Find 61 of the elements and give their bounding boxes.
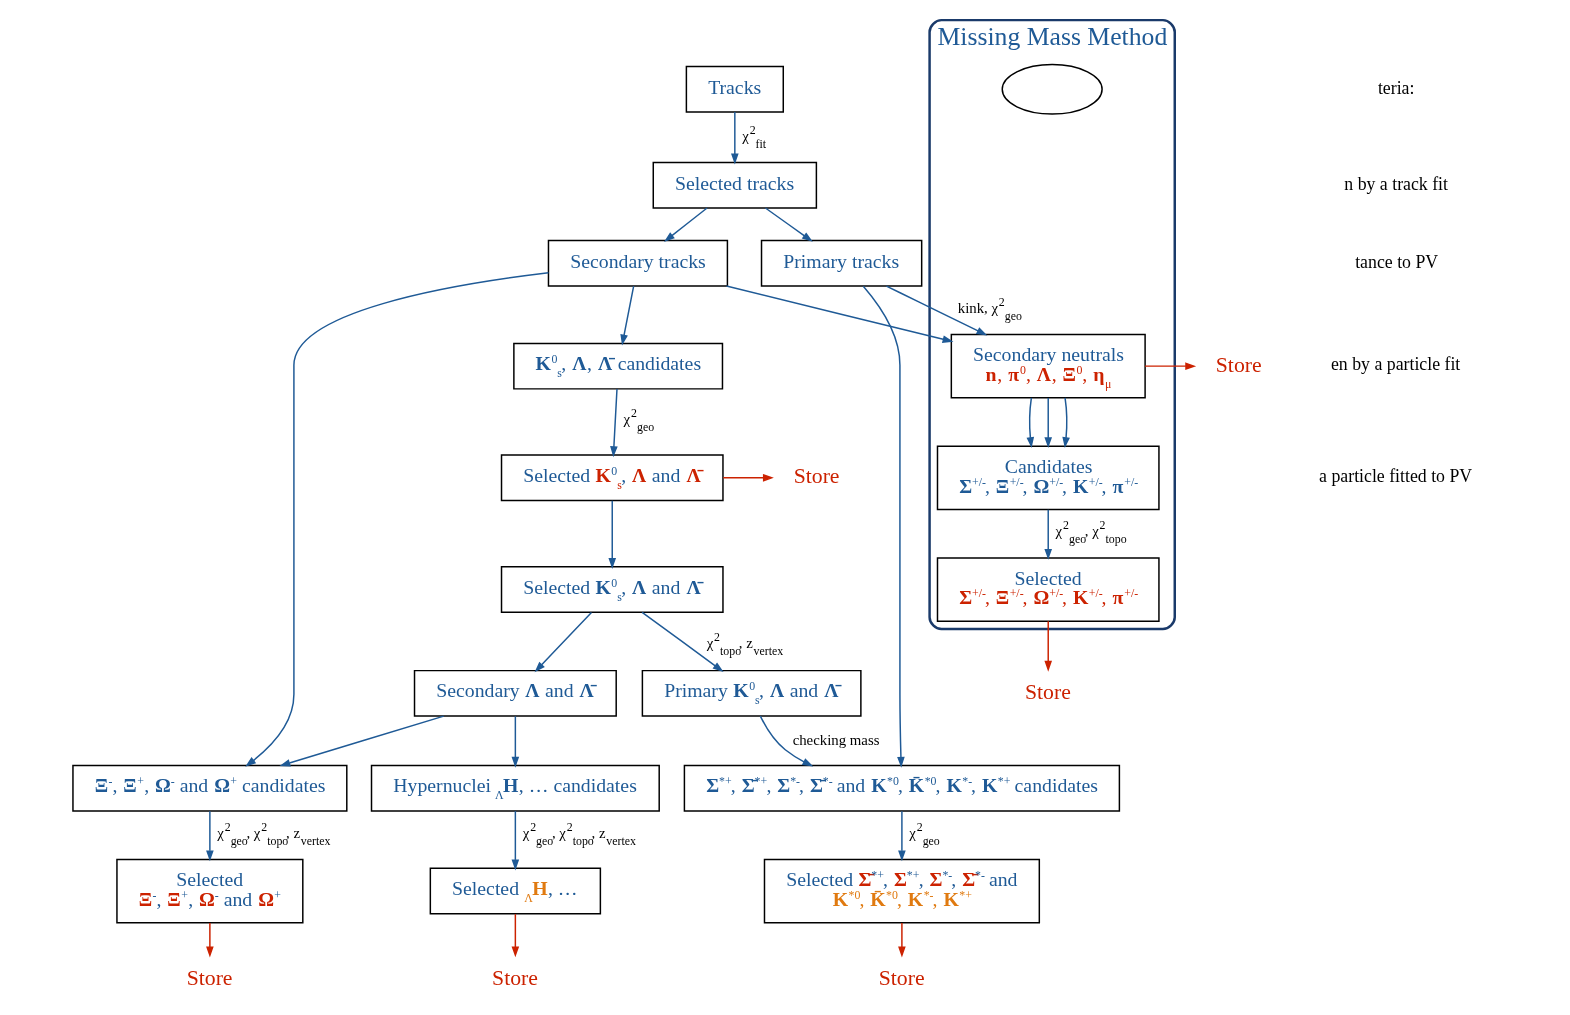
arrow (610, 388, 618, 458)
arrow (1044, 508, 1053, 560)
arrow (885, 285, 988, 336)
node-text: Store (492, 965, 539, 990)
node-box: Primary tracks (760, 239, 923, 287)
arrow (1062, 397, 1070, 449)
arrow (764, 207, 813, 242)
node-box: Secondary neutrals n, π$^{0}$, Λ, Ξ$^{0}$, η$_{μ}$ (950, 333, 1146, 399)
node-box: Candidates Σ$^{+/-}$, Ξ$^{+/-}$, Ω$^{+/-}$, K$^{+/-}$, π$^{+/-}$ (936, 445, 1160, 511)
node-ellipse (1001, 63, 1103, 115)
edge-label: checking mass (792, 731, 880, 748)
node-text: Store (1024, 679, 1071, 704)
arrow (511, 810, 520, 871)
arrow (534, 611, 593, 673)
arrow (608, 500, 617, 569)
arrow (1026, 397, 1035, 449)
arrow (206, 810, 214, 862)
edge-label: χ$^{2}$$_{geo}$, χ$^{2}$$_{topo}$, z$_{vertex}$ (522, 819, 636, 848)
node-box: Secondary tracks (547, 239, 729, 287)
node-box: Selected Ξ$^{-}$, Ξ$^{+}$, Ω$^{-}$ and Ω$^{+}$ (116, 858, 304, 924)
node-box: Selected K$^{0}$$_{s}$, Λ and Λ̄ (500, 566, 724, 614)
node-box: Tracks (685, 65, 784, 113)
edge-label: χ$^{2}$$_{geo}$, χ$^{2}$$_{topo}$, z$_{vertex}$ (217, 819, 331, 848)
arrow (898, 922, 906, 958)
node-text: Store (878, 965, 925, 990)
arrow (206, 922, 214, 958)
arrow (245, 272, 550, 767)
label: n by a track fit (1344, 173, 1448, 194)
node-text: Store (793, 464, 840, 489)
label: teria: (1377, 77, 1415, 98)
arrow (511, 913, 520, 958)
arrow (1144, 362, 1197, 370)
node-box: K$^{0}$$_{s}$, Λ, Λ̄ candidates (513, 342, 724, 390)
edge-label: χ$^{2}$$_{topo}$, z$_{vertex}$ (706, 629, 784, 658)
arrow (722, 474, 774, 482)
node-box: Hypernuclei $_{Λ}$H, … candidates (370, 764, 660, 812)
arrow (1044, 397, 1053, 449)
node-box: Selected K$^{0}$$_{s}$, Λ and Λ̄ (500, 454, 724, 502)
arrow (279, 715, 445, 767)
node-text: Store (1215, 352, 1262, 377)
node-box: Selected tracks (652, 161, 818, 209)
node-box: Selected Σ̄$^{*+}$, Σ$^{*+}$, Σ$^{*-}$, Σ̄$^{*-}$ and K$^{*0}$, K̄$^{*0}$, K$^{*-}$, K$^{*+}$ (763, 858, 1041, 924)
label: tance to PV (1355, 251, 1439, 272)
arrow (862, 285, 905, 768)
arrow (641, 611, 724, 672)
node-box: Primary K$^{0}$$_{s}$, Λ and Λ̄ (641, 669, 862, 717)
arrow (898, 810, 906, 862)
node-box: Secondary Λ and Λ̄ (413, 669, 617, 717)
arrow (731, 111, 739, 165)
arrow (511, 715, 520, 768)
label: a particle fitted to PV (1319, 466, 1473, 487)
arrow (1044, 620, 1053, 672)
arrow (759, 715, 814, 767)
arrow (620, 285, 635, 346)
arrow (663, 207, 708, 242)
arrow (725, 285, 954, 343)
node-box: Selected Σ$^{+/-}$, Ξ$^{+/-}$, Ω$^{+/-}$, K$^{+/-}$, π$^{+/-}$ (936, 557, 1160, 622)
node-box: Ξ$^{-}$, Ξ$^{+}$, Ω$^{-}$ and Ω$^{+}$ candidates (72, 764, 348, 812)
node-box: Selected $_{Λ}$H, … (429, 867, 602, 915)
label: en by a particle fit (1330, 354, 1461, 375)
node-text: Store (186, 965, 233, 990)
